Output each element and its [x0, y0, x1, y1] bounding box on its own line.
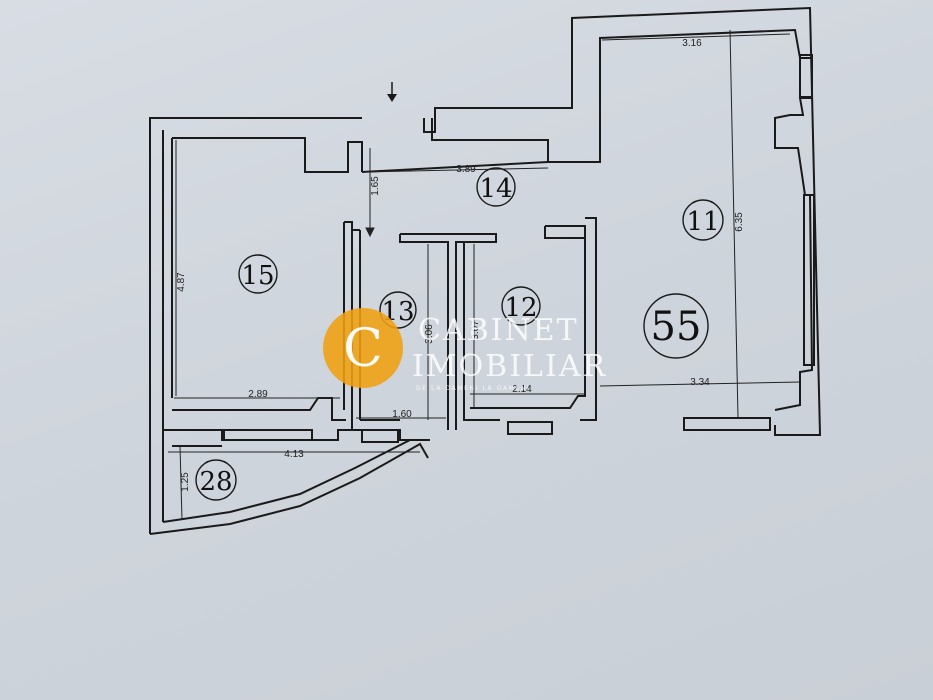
- room-15-circle: [238, 254, 278, 294]
- dim-hall-width: 3.89: [456, 164, 476, 175]
- dim-room13-height: 3.06: [424, 324, 435, 344]
- total-area-circle: [643, 293, 709, 359]
- dimension-lines: [168, 29, 801, 521]
- watermark-line2: IMOBILIAR: [412, 349, 607, 384]
- svg-text:C: C: [343, 319, 383, 379]
- dim-balcony-height: 1.25: [180, 472, 191, 492]
- room-28-label: 28: [199, 467, 232, 497]
- room-13-circle: [379, 291, 417, 329]
- watermark-line1: CABINET: [418, 313, 579, 348]
- dim-hall-height: 1.65: [370, 176, 381, 196]
- dimension-labels: 3.16 3.89 1.65 4.87 2.89 3.06 1.60 3.07 …: [176, 38, 745, 492]
- dim-room15-width: 2.89: [248, 389, 268, 400]
- room-14-label: 14: [479, 174, 512, 204]
- room-28-circle: [195, 459, 237, 501]
- dim-room13-width: 1.60: [392, 409, 412, 420]
- room-15-label: 15: [241, 261, 274, 291]
- room-12-circle: [501, 286, 541, 326]
- room-numbers: 15 14 13 12 11 28 55: [199, 174, 719, 497]
- dim-room11-height: 6.35: [734, 212, 745, 232]
- room-labels: [195, 167, 724, 501]
- outer-walls: [149, 6, 822, 535]
- watermark-logo: C: [323, 308, 403, 388]
- room-14-circle: [476, 167, 516, 207]
- dim-room12-width: 2.14: [512, 384, 532, 395]
- total-area-label: 55: [651, 304, 702, 350]
- dim-room11-width: 3.34: [690, 377, 710, 388]
- room-11-label: 11: [686, 207, 719, 237]
- watermark-tagline: DE LA OAMENI LA OAMENI: [416, 385, 530, 392]
- dim-room12-height: 3.07: [470, 320, 481, 340]
- entry-arrow-icon: [387, 82, 397, 102]
- dim-top-width: 3.16: [682, 38, 702, 49]
- dim-balcony-width: 4.13: [284, 449, 304, 460]
- watermark: C CABINET IMOBILIAR DE LA OAMENI LA OAME…: [323, 308, 607, 392]
- room-12-label: 12: [504, 293, 537, 323]
- room-11-circle: [682, 199, 724, 241]
- dim-room15-height: 4.87: [176, 272, 187, 292]
